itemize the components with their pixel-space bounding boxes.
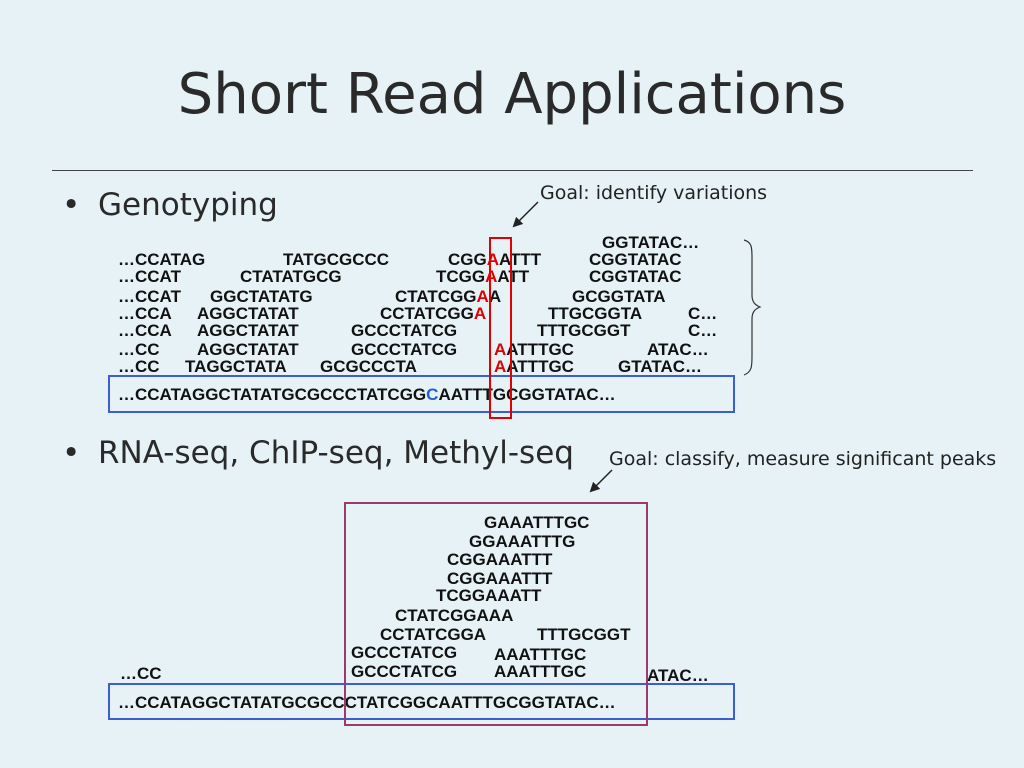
- bullet-symbol: •: [62, 187, 81, 223]
- goal1-arrow: [512, 201, 539, 228]
- bullet-symbol: •: [62, 435, 81, 471]
- goal-classify-peaks: Goal: classify, measure significant peak…: [609, 448, 997, 470]
- read: AGGCTATAT: [197, 321, 299, 340]
- read: TATGCGCCC: [283, 250, 390, 269]
- read: CTATCGGAA: [395, 287, 502, 306]
- read: GCCCTATCG: [351, 321, 458, 340]
- read: GAAATTTGC: [484, 513, 590, 532]
- read: AAATTTGC: [494, 645, 587, 664]
- read: GGAAATTTG: [469, 532, 576, 551]
- read: CCTATCGGA: [380, 304, 487, 323]
- read: CTATATGCG: [240, 267, 342, 286]
- peak-region-box: [344, 502, 648, 726]
- read: GGTATAC…: [602, 233, 700, 252]
- goal-identify-variations: Goal: identify variations: [540, 182, 768, 204]
- read: GCGGTATA: [572, 287, 666, 306]
- title-divider: [52, 170, 973, 171]
- read: AAATTTGC: [494, 662, 587, 681]
- reference-box: [108, 375, 735, 413]
- read: GGCTATATG: [210, 287, 313, 306]
- read: …CCAT: [118, 287, 181, 306]
- read: TAGGCTATA: [185, 357, 287, 376]
- read: CGGAAATTT: [447, 569, 553, 588]
- read: CGGTATAC: [589, 267, 682, 286]
- read: TTGCGGTA: [548, 304, 643, 323]
- read: C…: [688, 321, 718, 340]
- read: ATAC…: [647, 340, 709, 359]
- read: C…: [688, 304, 718, 323]
- read: AATTTGC: [494, 340, 574, 359]
- reads-brace: [743, 239, 762, 376]
- peak-reference-sequence: …CCATAGGCTATATGCGCCCTATCGGCAATTTGCGGTATA…: [118, 693, 616, 712]
- read: …CC: [120, 664, 162, 683]
- read: CTATCGGAAA: [395, 606, 514, 625]
- read: GCCCTATCG: [351, 662, 458, 681]
- goal2-arrow: [589, 469, 613, 493]
- read: AGGCTATAT: [197, 340, 299, 359]
- read: AATTTGC: [494, 357, 574, 376]
- read: …CC: [118, 357, 160, 376]
- read: GCCCTATCG: [351, 643, 458, 662]
- read: TCGGAATT: [436, 267, 530, 286]
- read: …CCATAG: [118, 250, 206, 269]
- variant-column-box: [489, 237, 512, 419]
- bullet-genotyping-label: Genotyping: [98, 187, 278, 223]
- slide-title: Short Read Applications: [177, 62, 847, 127]
- peak-reference-box: [108, 683, 735, 720]
- read: TTTGCGGT: [537, 625, 631, 644]
- read: ATAC…: [647, 666, 709, 685]
- bullet-rnaseq-label: RNA-seq, ChIP-seq, Methyl-seq: [98, 435, 574, 471]
- bullet-rnaseq: • RNA-seq, ChIP-seq, Methyl-seq: [62, 435, 574, 471]
- read: GCGCCCTA: [320, 357, 417, 376]
- read: TCGGAAATT: [436, 586, 542, 605]
- read: …CCA: [118, 321, 172, 340]
- read: CGGTATAC: [589, 250, 682, 269]
- read: CCTATCGGA: [380, 625, 487, 644]
- read: CGGAAATTT: [447, 550, 553, 569]
- bullet-genotyping: • Genotyping: [62, 187, 278, 223]
- reference-sequence: …CCATAGGCTATATGCGCCCTATCGGCAATTTGCGGTATA…: [118, 385, 616, 404]
- read: …CC: [118, 340, 160, 359]
- read: GCCCTATCG: [351, 340, 458, 359]
- read: …CCAT: [118, 267, 181, 286]
- read: GTATAC…: [618, 357, 703, 376]
- read: TTTGCGGT: [537, 321, 631, 340]
- read: …CCA: [118, 304, 172, 323]
- read: AGGCTATAT: [197, 304, 299, 323]
